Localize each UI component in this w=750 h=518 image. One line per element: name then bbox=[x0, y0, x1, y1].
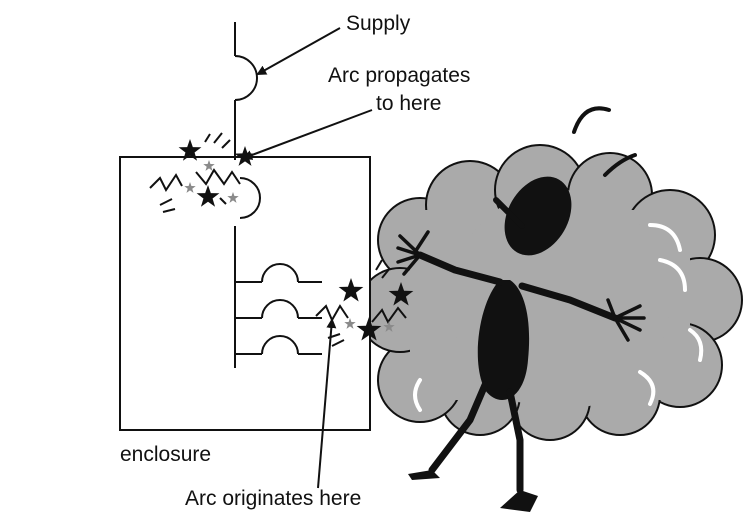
supply-pointer-arrow bbox=[256, 27, 341, 75]
arc-propagates-label-line1: Arc propagates bbox=[328, 64, 470, 87]
fleeing-person-figure bbox=[396, 106, 646, 512]
callout-arrows bbox=[242, 27, 373, 489]
branch-breakers bbox=[235, 263, 322, 355]
supply-label: Supply bbox=[346, 12, 411, 35]
enclosure-label: enclosure bbox=[120, 443, 211, 466]
arc-propagates-label-line2: to here bbox=[376, 92, 441, 115]
arc-flash-top bbox=[149, 132, 256, 213]
arc-originates-pointer-arrow bbox=[317, 318, 337, 489]
arc-originates-label: Arc originates here bbox=[185, 487, 361, 510]
arc-propagates-pointer-arrow bbox=[242, 109, 373, 160]
supply-conductor bbox=[234, 22, 261, 368]
enclosure-box bbox=[119, 156, 371, 431]
